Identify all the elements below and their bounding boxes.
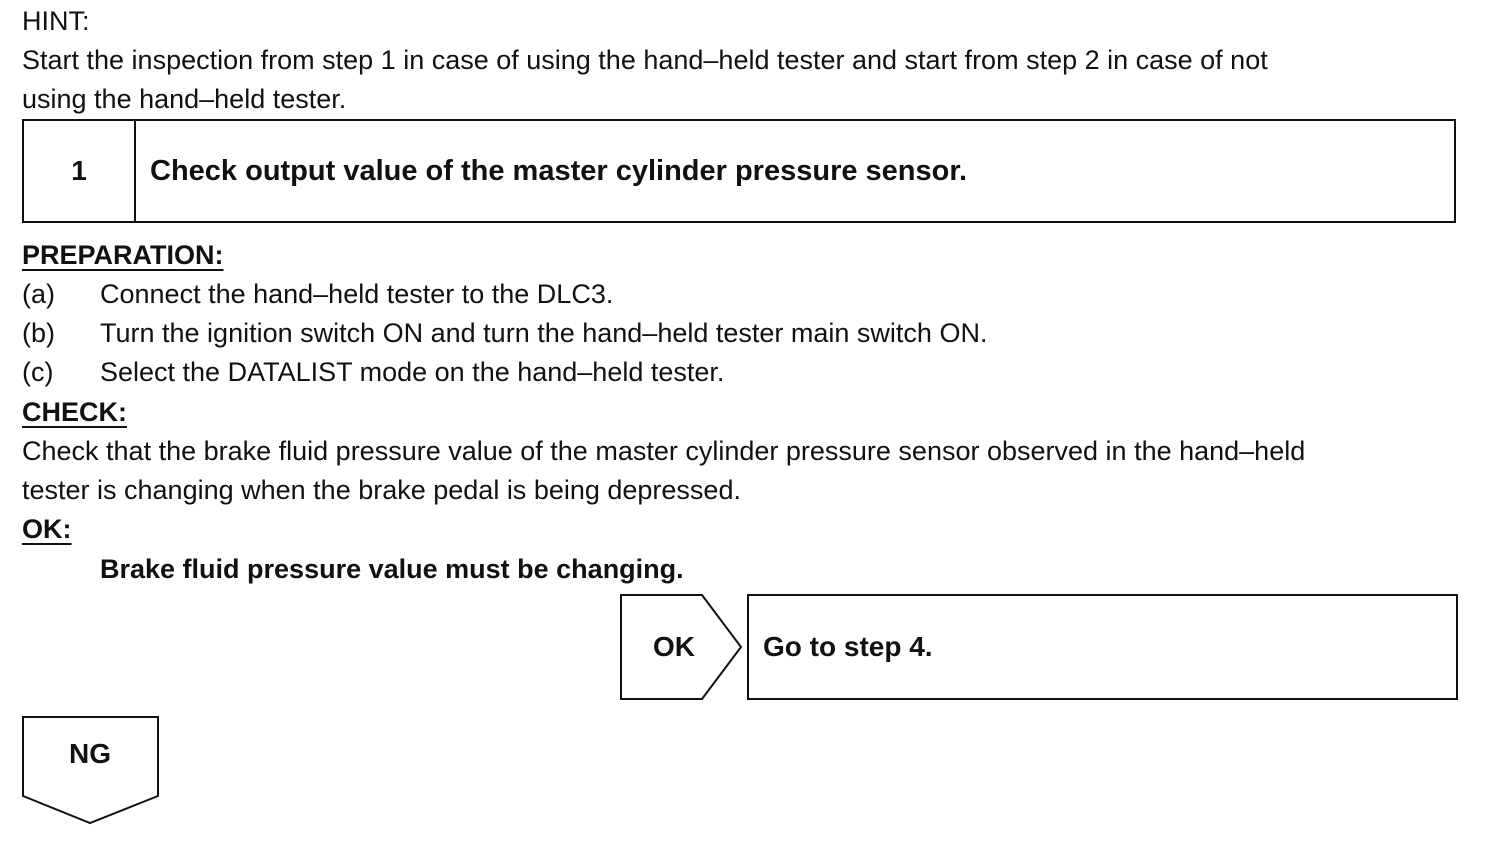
- list-marker: (b): [22, 318, 55, 348]
- list-marker: (a): [22, 279, 55, 309]
- ng-result-label: NG: [69, 738, 111, 769]
- list-item-text: Connect the hand–held tester to the DLC3…: [100, 279, 614, 309]
- step-title: Check output value of the master cylinde…: [150, 154, 968, 187]
- step-number: 1: [24, 121, 136, 221]
- list-marker: (c): [22, 357, 54, 387]
- hint-text-line-2: using the hand–held tester.: [22, 84, 347, 114]
- preparation-item-a: (a) Connect the hand–held tester to the …: [22, 275, 1422, 314]
- check-heading: CHECK:: [22, 397, 127, 427]
- ok-result-action: Go to step 4.: [763, 631, 933, 662]
- ng-result-arrow: NG: [22, 716, 160, 826]
- ok-result-arrow: OK: [620, 594, 744, 700]
- preparation-item-c: (c) Select the DATALIST mode on the hand…: [22, 353, 1422, 392]
- ok-heading: OK:: [22, 514, 72, 544]
- ok-result-label: OK: [653, 631, 695, 662]
- preparation-item-b: (b) Turn the ignition switch ON and turn…: [22, 314, 1422, 353]
- arrow-right-pentagon-icon: [620, 594, 743, 700]
- check-text-line-2: tester is changing when the brake pedal …: [22, 475, 741, 505]
- arrow-down-pentagon-icon: [22, 716, 159, 825]
- hint-label: HINT:: [22, 6, 90, 36]
- preparation-heading: PREPARATION:: [22, 240, 224, 270]
- list-item-text: Select the DATALIST mode on the hand–hel…: [100, 357, 725, 387]
- list-item-text: Turn the ignition switch ON and turn the…: [100, 318, 988, 348]
- ok-requirement: Brake fluid pressure value must be chang…: [100, 554, 684, 584]
- check-text-line-1: Check that the brake fluid pressure valu…: [22, 436, 1306, 466]
- step-header-box: 1 Check output value of the master cylin…: [22, 119, 1456, 223]
- ok-result-action-box: Go to step 4.: [747, 594, 1458, 700]
- hint-text-line-1: Start the inspection from step 1 in case…: [22, 45, 1268, 75]
